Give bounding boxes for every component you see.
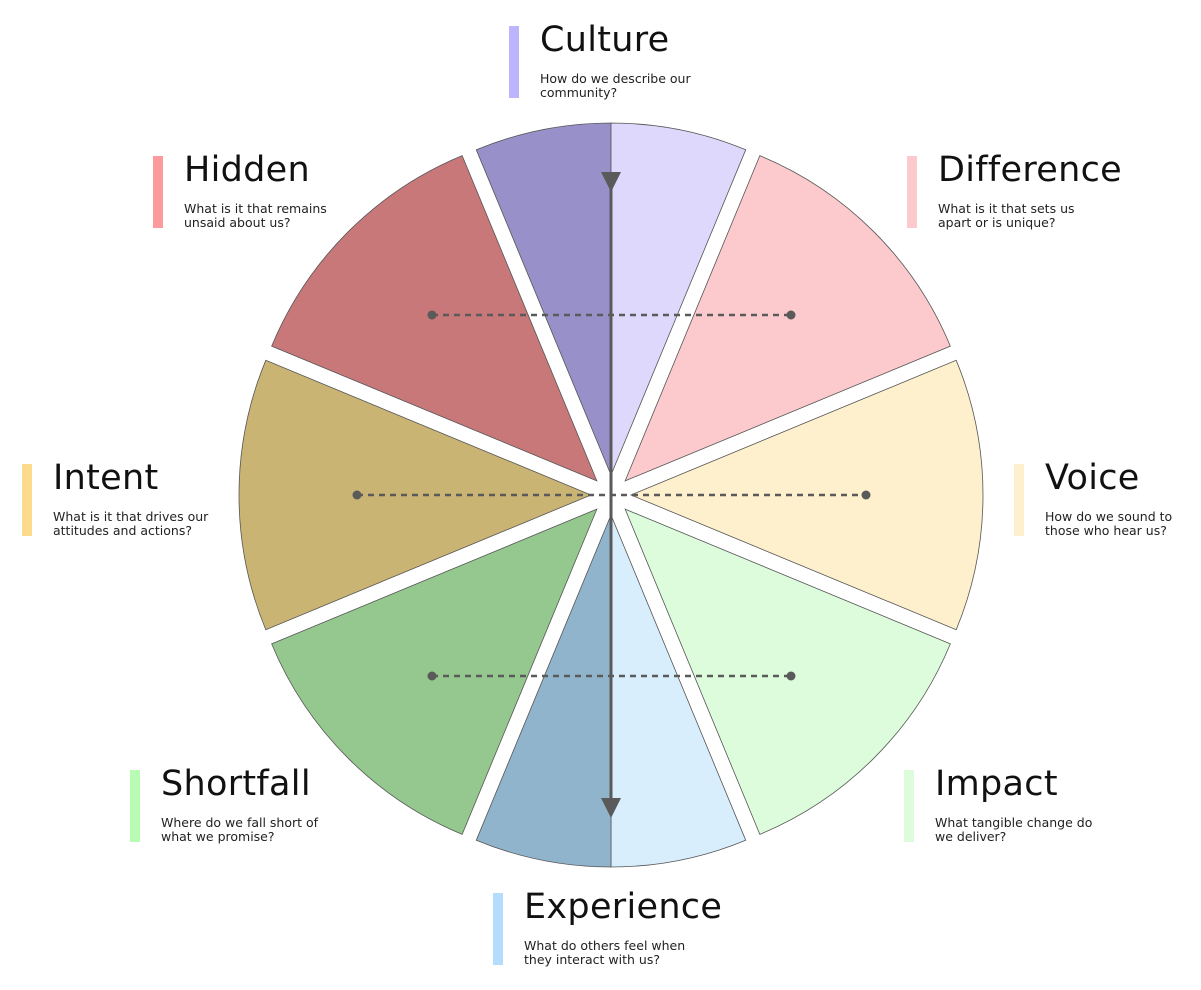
difference-segment <box>624 155 951 482</box>
shortfall-title: Shortfall <box>161 764 311 804</box>
voice-description: How do we sound to those who hear us? <box>1045 509 1173 538</box>
arrow-down-icon <box>601 172 621 192</box>
voice-color-bar <box>1014 464 1024 536</box>
impact-description: What tangible change do we deliver? <box>935 815 1093 844</box>
intent-color-bar <box>22 464 32 536</box>
shortfall-color-bar <box>130 770 140 842</box>
experience-segment-right <box>610 514 747 868</box>
shortfall-segment <box>271 508 598 835</box>
experience-color-bar <box>493 893 503 965</box>
voice-segment <box>629 359 984 631</box>
label-intent: Intent What is it that drives our attitu… <box>22 458 282 544</box>
culture-color-bar <box>509 26 519 98</box>
intent-title: Intent <box>53 458 159 498</box>
arrow-down-icon <box>601 798 621 818</box>
connector-dot <box>786 310 796 320</box>
culture-title: Culture <box>540 20 670 60</box>
culture-segment-right <box>610 122 747 476</box>
connector-dot <box>352 490 362 500</box>
experience-title: Experience <box>524 887 723 927</box>
label-voice: Voice How do we sound to those who hear … <box>1014 458 1201 544</box>
experience-description: What do others feel when they interact w… <box>524 938 686 967</box>
voice-title: Voice <box>1045 458 1140 498</box>
culture-segment-left <box>475 122 612 476</box>
label-shortfall: Shortfall Where do we fall short of what… <box>130 764 390 850</box>
label-difference: Difference What is it that sets us apart… <box>907 150 1167 236</box>
difference-description: What is it that sets us apart or is uniq… <box>938 201 1075 230</box>
connector-dot <box>427 310 437 320</box>
label-hidden: Hidden What is it that remains unsaid ab… <box>153 150 413 236</box>
connector-dot <box>861 490 871 500</box>
difference-title: Difference <box>938 150 1122 190</box>
hidden-title: Hidden <box>184 150 310 190</box>
shortfall-description: Where do we fall short of what we promis… <box>161 815 319 844</box>
culture-description: How do we describe our community? <box>540 71 691 100</box>
connector-dot <box>427 671 437 681</box>
label-impact: Impact What tangible change do we delive… <box>904 764 1164 850</box>
connector-dot <box>786 671 796 681</box>
experience-segment-left <box>475 514 612 868</box>
label-experience: Experience What do others feel when they… <box>493 887 753 973</box>
intent-description: What is it that drives our attitudes and… <box>53 509 209 538</box>
hidden-color-bar <box>153 156 163 228</box>
impact-title: Impact <box>935 764 1058 804</box>
impact-color-bar <box>904 770 914 842</box>
hidden-description: What is it that remains unsaid about us? <box>184 201 327 230</box>
impact-segment <box>624 508 951 835</box>
difference-color-bar <box>907 156 917 228</box>
label-culture: Culture How do we describe our community… <box>509 20 769 106</box>
